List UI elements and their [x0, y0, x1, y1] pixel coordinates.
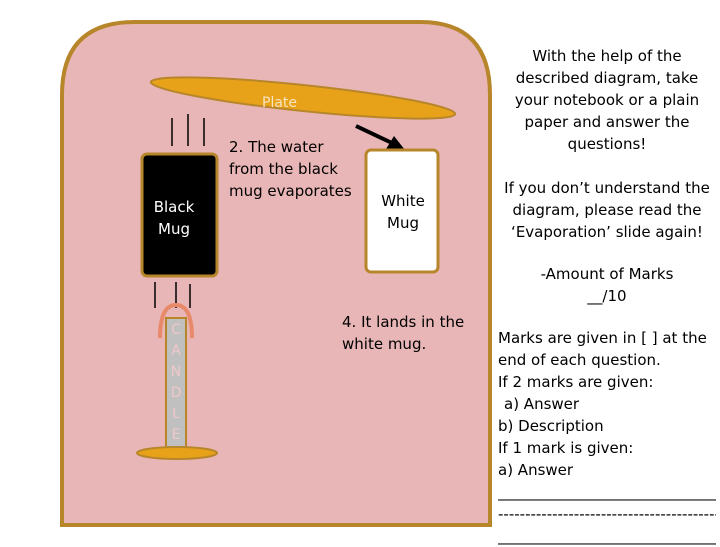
- answer-line: _______________________________: [498, 527, 716, 545]
- answer-line: ----------------------------------------…: [498, 505, 716, 523]
- candle-flame: [158, 302, 194, 339]
- candle-letter: C: [171, 322, 181, 338]
- marks-heading: -Amount of Marks: [540, 265, 674, 283]
- black-mug-label-line1: Black: [153, 198, 195, 216]
- rule-line: If 1 mark is given:: [498, 439, 634, 457]
- rule-line: a) Answer: [498, 461, 574, 479]
- step4-text: 4. It lands in the white mug.: [342, 313, 465, 353]
- instructions-help: If you don’t understand the diagram, ple…: [504, 179, 710, 241]
- black-mug: [140, 152, 219, 278]
- plate: [149, 76, 457, 120]
- white-mug: [364, 148, 440, 274]
- marking-rules: Marks are given in [ ] at the end of eac…: [498, 327, 716, 547]
- step2-text: 2. The water from the black mug evaporat…: [229, 138, 352, 200]
- candle-letter: L: [172, 406, 180, 422]
- steam-lines: [171, 114, 205, 146]
- black-mug-label: Black Mug: [140, 196, 208, 240]
- candle-letter: A: [171, 343, 181, 359]
- candle-letter: E: [171, 427, 181, 443]
- instructions-panel: With the help of the described diagram, …: [498, 45, 716, 547]
- rule-line: b) Description: [498, 417, 604, 435]
- instructions-intro: With the help of the described diagram, …: [514, 47, 700, 153]
- answer-line: _______________________________: [498, 483, 716, 501]
- rule-line: a) Answer: [504, 395, 580, 413]
- rule-line: If 2 marks are given:: [498, 373, 654, 391]
- black-mug-label-line2: Mug: [158, 220, 190, 238]
- plate-label: Plate: [262, 95, 298, 111]
- rule-line: Marks are given in [ ] at the end of eac…: [498, 329, 707, 369]
- candle-letter: D: [170, 385, 182, 401]
- candle-letter: N: [170, 364, 182, 380]
- arrow-to-white-mug: [355, 124, 405, 150]
- white-mug-label: White Mug: [368, 190, 438, 234]
- white-mug-label-line2: Mug: [387, 214, 419, 232]
- candle-base: [136, 446, 218, 460]
- white-mug-label-line1: White: [381, 192, 425, 210]
- marks-total: __/10: [587, 287, 627, 305]
- candle-label: C A N D L E: [168, 320, 184, 446]
